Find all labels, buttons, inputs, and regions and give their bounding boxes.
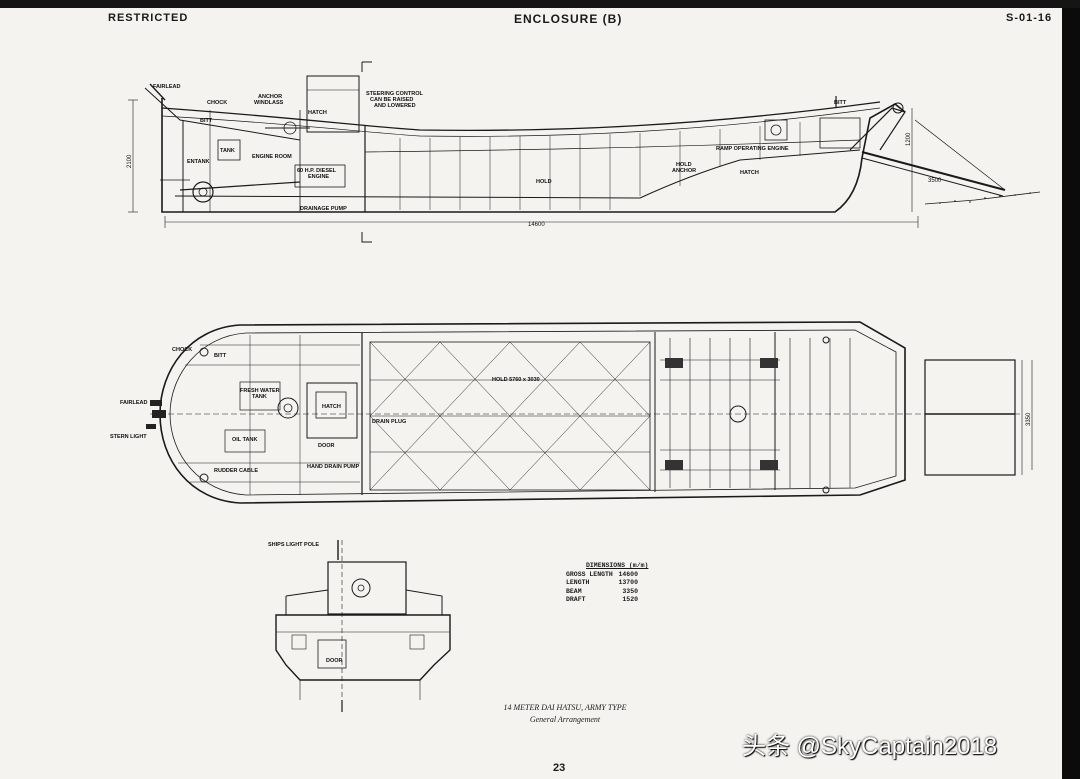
dimension-name: BEAM bbox=[566, 587, 582, 595]
scan-edge-right bbox=[1062, 0, 1080, 779]
caption-subtitle: General Arrangement bbox=[529, 715, 601, 724]
restricted-label: RESTRICTED bbox=[108, 12, 189, 24]
dimensions-row: GROSS LENGTH 14600 bbox=[566, 571, 638, 580]
profile-tank-label: TANK bbox=[220, 148, 235, 154]
profile-hold-anchor-label-1: HOLD bbox=[676, 162, 692, 168]
drawing-caption: 14 METER DAI HATSU, ARMY TYPE General Ar… bbox=[480, 702, 650, 726]
dimensions-row: BEAM 3350 bbox=[566, 588, 638, 597]
plan-drain-plug-label: DRAIN PLUG bbox=[372, 419, 406, 425]
plan-rudder-cable-label: RUDDER CABLE bbox=[214, 468, 258, 474]
profile-steering-label-2: CAN BE RAISED bbox=[370, 97, 413, 103]
plan-fairlead-label: FAIRLEAD bbox=[120, 400, 148, 406]
profile-entank-label: ENTANK bbox=[187, 159, 210, 165]
profile-windlass-label: WINDLASS bbox=[254, 100, 284, 106]
dimension-value: 13700 bbox=[618, 579, 638, 586]
profile-hold-anchor-label-2: ANCHOR bbox=[672, 168, 696, 174]
profile-bitt-fwd-label: BITT bbox=[200, 118, 213, 124]
plan-hand-drain-pump-label: HAND DRAIN PUMP bbox=[307, 464, 360, 470]
plan-oil-tank-label: OIL TANK bbox=[232, 437, 257, 443]
section-light-pole-label: SHIPS LIGHT POLE bbox=[268, 542, 319, 548]
plan-door-label: DOOR bbox=[318, 443, 335, 449]
profile-hold-label: HOLD bbox=[536, 179, 552, 185]
dimension-name: DRAFT bbox=[566, 596, 586, 603]
dimensions-row: LENGTH 13700 bbox=[566, 579, 638, 588]
plan-chock-label: CHOCK bbox=[172, 347, 192, 353]
caption-title: 14 METER DAI HATSU, ARMY TYPE bbox=[503, 703, 627, 712]
dimension-value: 14600 bbox=[618, 570, 638, 578]
enclosure-title: ENCLOSURE (B) bbox=[514, 12, 623, 26]
plan-view bbox=[146, 321, 1033, 504]
profile-height-dim: 2100 bbox=[127, 154, 133, 168]
profile-engine-room-label: ENGINE ROOM bbox=[252, 154, 292, 160]
dimension-value: 3350 bbox=[622, 587, 638, 595]
profile-drainage-pump-label: DRAINAGE PUMP bbox=[300, 206, 347, 212]
profile-hatch-2-label: HATCH bbox=[740, 170, 759, 176]
page-number: 23 bbox=[553, 762, 566, 774]
plan-hold-label: HOLD 5760 x 3030 bbox=[492, 377, 540, 383]
plan-hatch-label: HATCH bbox=[322, 404, 341, 410]
dimension-name: GROSS LENGTH bbox=[566, 570, 613, 578]
profile-view bbox=[128, 61, 1041, 243]
document-number: S-01-16 bbox=[1006, 12, 1053, 24]
dimension-name: LENGTH bbox=[566, 579, 590, 586]
dimensions-table: DIMENSIONS (m/m) GROSS LENGTH 14600 LENGT… bbox=[566, 562, 648, 605]
section-view bbox=[275, 540, 451, 712]
dimensions-row: DRAFT 1520 bbox=[566, 596, 638, 605]
scan-edge-top bbox=[0, 0, 1080, 8]
profile-engine-label-1: 60 H.P. DIESEL bbox=[297, 168, 337, 174]
profile-engine-label-2: ENGINE bbox=[308, 174, 329, 180]
profile-bitt-aft-label: BITT bbox=[834, 100, 847, 106]
profile-hatch-label: HATCH bbox=[308, 110, 327, 116]
dimension-value: 1520 bbox=[622, 596, 638, 603]
profile-steering-label-1: STEERING CONTROL bbox=[366, 91, 423, 97]
plan-fresh-water-label-1: FRESH WATER bbox=[240, 388, 280, 394]
profile-ramp-engine-label: RAMP OPERATING ENGINE bbox=[716, 146, 789, 152]
section-door-label: DOOR bbox=[326, 658, 343, 664]
profile-steering-label-3: AND LOWERED bbox=[374, 103, 416, 109]
profile-fairlead-label: FAIRLEAD bbox=[153, 84, 181, 90]
watermark: 头条 @SkyCaptain2018 bbox=[742, 733, 998, 760]
dimensions-title: DIMENSIONS (m/m) bbox=[586, 562, 649, 569]
plan-fresh-water-label-2: TANK bbox=[252, 394, 267, 400]
plan-bitt-label: BITT bbox=[214, 353, 227, 359]
profile-ramp-length-dim: 3500 bbox=[928, 178, 942, 184]
plan-stern-light-label: STERN LIGHT bbox=[110, 434, 147, 440]
plan-beam-dim: 3350 bbox=[1026, 412, 1032, 426]
profile-length-dim: 14600 bbox=[528, 222, 545, 228]
profile-ramp-height-dim: 1200 bbox=[906, 132, 912, 146]
profile-anchor-label: ANCHOR bbox=[258, 94, 282, 100]
profile-chock-label: CHOCK bbox=[207, 100, 227, 106]
